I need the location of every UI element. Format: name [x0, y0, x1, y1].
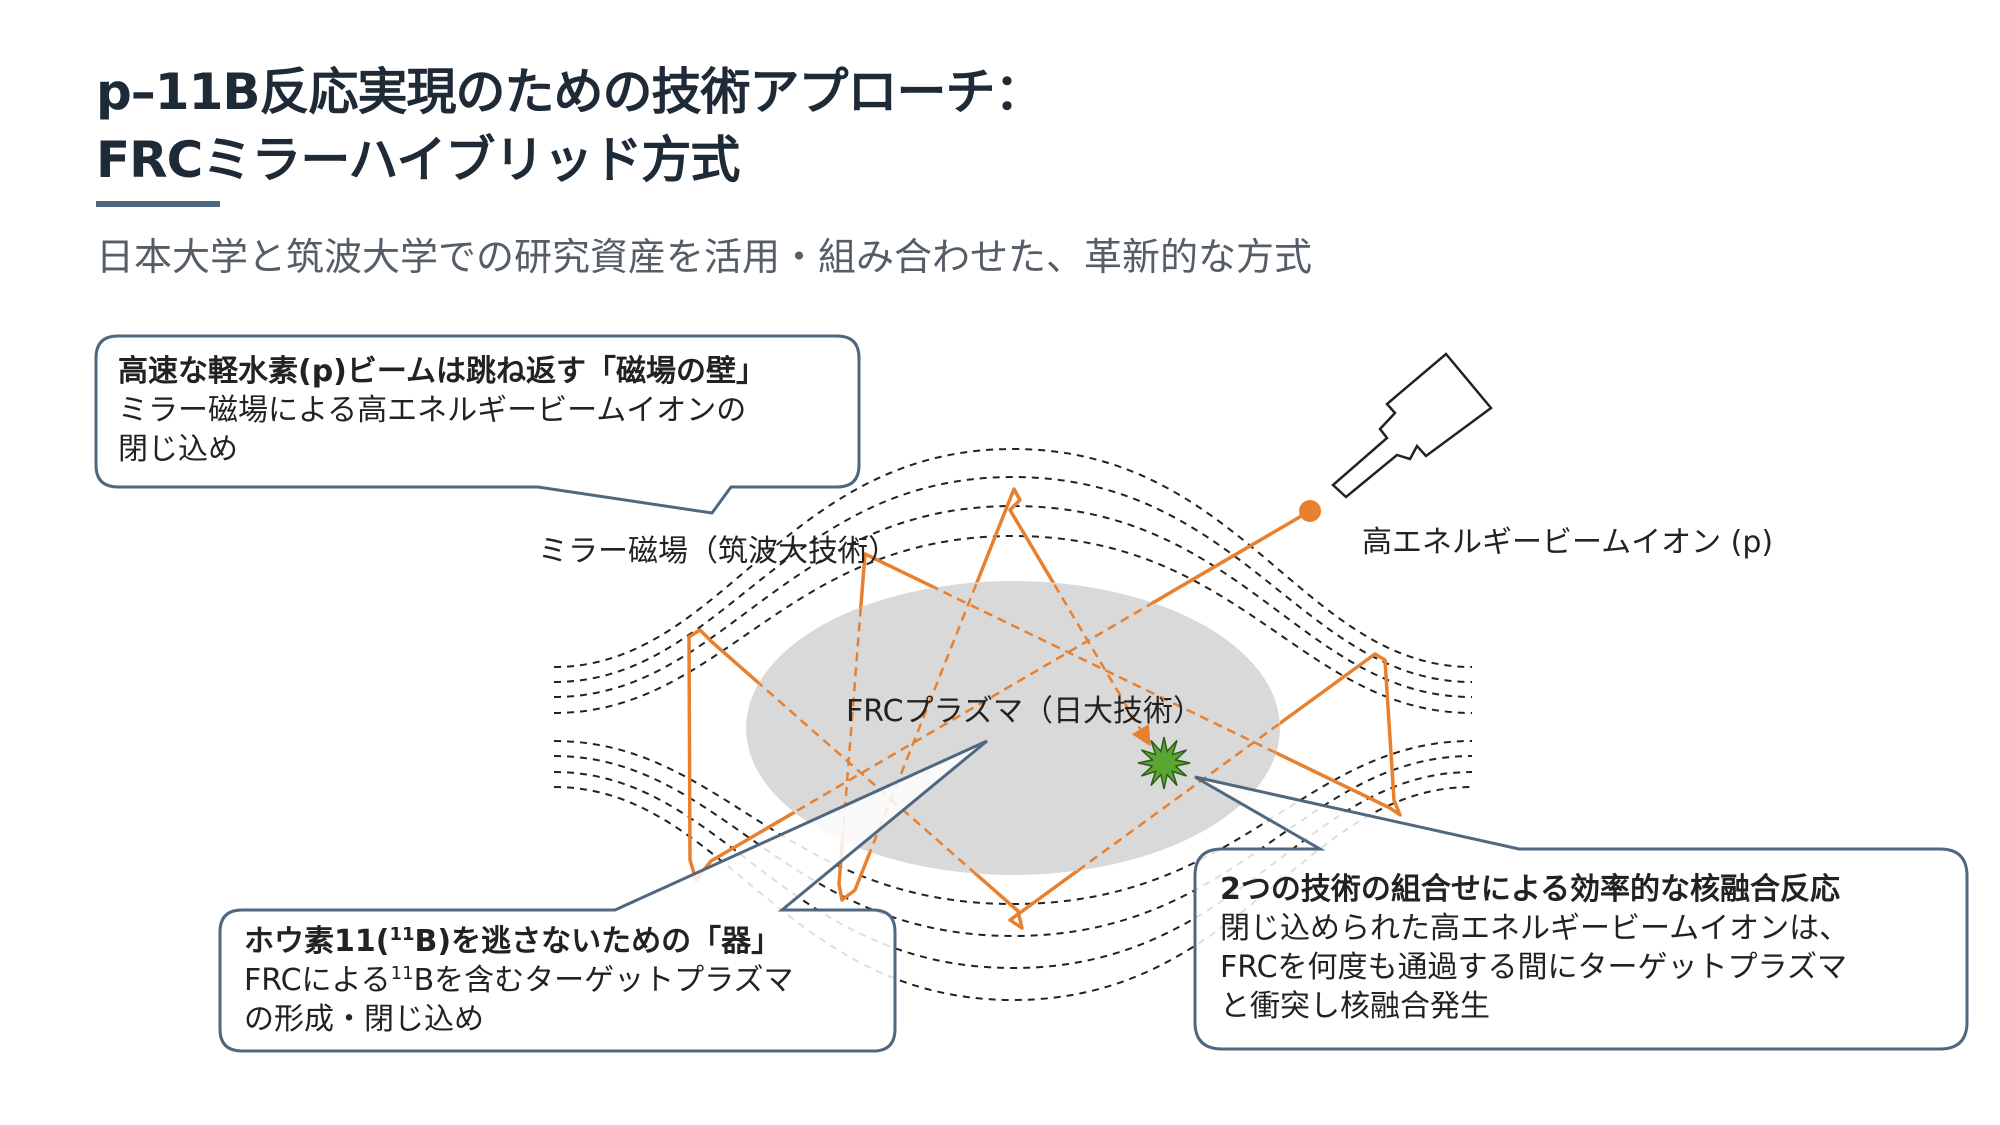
callout-mirror-shape [94, 334, 861, 515]
callout-fusion: 2つの技術の組合せによる効率的な核融合反応 閉じ込められた高エネルギービームイオ… [1220, 870, 1849, 1026]
beam-trajectory-inside-plasma [746, 581, 1280, 875]
ion-beam-label: 高エネルギービームイオン (p) [1362, 525, 1774, 560]
callout-frc-line: の形成・閉じ込め [244, 1002, 484, 1037]
fusion-reaction-burst-icon [1137, 736, 1191, 790]
text: Bを含むターゲットプラズマ [413, 963, 794, 998]
ion-source-dot [1299, 500, 1321, 522]
callout-fusion-line: と衝突し核融合発生 [1220, 989, 1490, 1024]
callout-mirror: 高速な軽水素(p)ビームは跳ね返す「磁場の壁」 ミラー磁場による高エネルギービー… [118, 352, 766, 469]
callout-frc-shape [218, 739, 988, 1053]
field-line [553, 740, 1473, 906]
title-line-1: p–11B反応実現のための技術アプローチ： [96, 63, 1044, 121]
callout-mirror-heading: 高速な軽水素(p)ビームは跳ね返す「磁場の壁」 [118, 354, 766, 389]
text: FRCによる [244, 963, 391, 998]
callout-frc-heading: ホウ素11(11B)を逃さないための「器」 [244, 922, 794, 961]
callout-fusion-heading: 2つの技術の組合せによる効率的な核融合反応 [1220, 872, 1840, 907]
superscript: 11 [389, 924, 415, 946]
text: ホウ素11( [244, 924, 390, 959]
callout-mirror-line: ミラー磁場による高エネルギービームイオンの [118, 393, 747, 428]
callout-fusion-line: 閉じ込められた高エネルギービームイオンは、 [1220, 911, 1850, 946]
field-line [553, 755, 1473, 938]
frc-plasma-label: FRCプラズマ（日大技術） [846, 694, 1203, 729]
field-line [553, 447, 1473, 668]
callout-mirror-line: 閉じ込め [118, 432, 238, 467]
page-title: p–11B反応実現のための技術アプローチ： FRCミラーハイブリッド方式 [96, 58, 1044, 194]
callout-fusion-shape [1193, 775, 1969, 1051]
ion-gun-icon [1331, 352, 1493, 499]
subtitle: 日本大学と筑波大学での研究資産を活用・組み合わせた、革新的な方式 [96, 235, 1313, 279]
field-line [553, 475, 1473, 683]
callout-fusion-line: FRCを何度も通過する間にターゲットプラズマ [1220, 950, 1847, 985]
title-underline [96, 201, 220, 207]
callout-frc: ホウ素11(11B)を逃さないための「器」 FRCによる11Bを含むターゲットプ… [244, 922, 794, 1039]
callout-frc-line: FRCによる11Bを含むターゲットプラズマ [244, 961, 794, 1000]
text: B)を逃さないための「器」 [414, 924, 782, 959]
superscript: 11 [390, 963, 414, 985]
title-line-2: FRCミラーハイブリッド方式 [96, 131, 740, 189]
mirror-field-label: ミラー磁場（筑波大技術） [538, 534, 898, 569]
field-line [553, 534, 1473, 714]
